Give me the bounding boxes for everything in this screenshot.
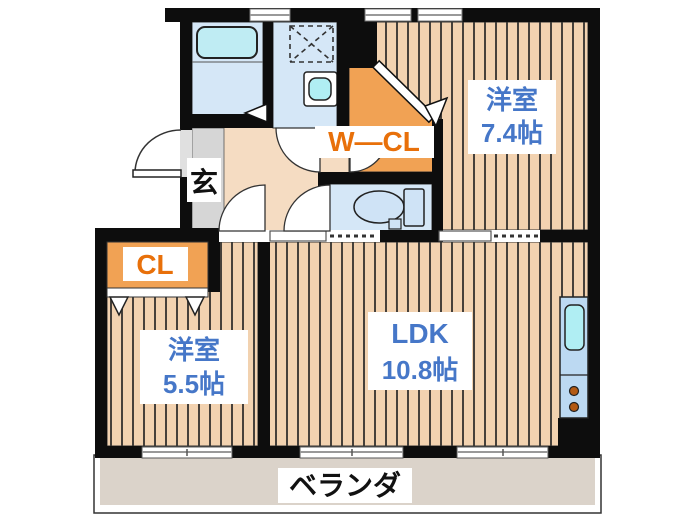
wall-bottom-1 bbox=[95, 446, 142, 458]
wall-bedroom1-left bbox=[432, 119, 443, 230]
wall-washroom-right bbox=[337, 22, 349, 134]
entrance-label-box bbox=[187, 158, 221, 202]
bedroom1-label-box bbox=[468, 80, 556, 154]
bedroom2-label-box bbox=[140, 330, 248, 404]
kitchen bbox=[559, 296, 589, 419]
wall-bath-divider bbox=[263, 22, 273, 118]
washing-machine-area bbox=[289, 25, 334, 63]
toilet-bowl bbox=[353, 190, 405, 224]
wall-kitchen-block bbox=[558, 418, 600, 458]
bath-room bbox=[191, 21, 264, 119]
ldk-name: LDK bbox=[391, 318, 449, 349]
bedroom2-name: 洋室 bbox=[168, 335, 220, 365]
balcony-label-box bbox=[278, 468, 412, 503]
entrance-door-leaf bbox=[132, 169, 182, 178]
wall-wcl-toilet bbox=[330, 172, 443, 184]
bedroom1-name: 洋室 bbox=[486, 85, 538, 115]
toilet-door-arc bbox=[283, 184, 331, 232]
windows-top bbox=[249, 8, 463, 22]
kitchen-sink bbox=[564, 304, 585, 351]
bathtub bbox=[196, 26, 258, 59]
wall-bath-bottom bbox=[180, 114, 273, 128]
ldk-sliding-door bbox=[269, 230, 327, 242]
wall-band-1 bbox=[380, 230, 443, 242]
closet-door-arrow-right bbox=[184, 296, 206, 317]
sliding-doors bbox=[219, 230, 540, 242]
closet-door-track bbox=[106, 287, 209, 298]
wcl-diagonal-door bbox=[371, 59, 449, 128]
toilet-room bbox=[329, 183, 433, 233]
stove-burner-1 bbox=[568, 385, 580, 397]
bedroom1-sliding-door bbox=[438, 230, 492, 242]
wall-band-2 bbox=[540, 230, 588, 242]
wall-right bbox=[588, 8, 600, 458]
toilet-tank bbox=[403, 188, 425, 227]
cl-label-box bbox=[123, 247, 188, 281]
labels: 洋室 7.4帖 W―CL 玄 CL 洋室 5.5帖 LDK 10.8帖 ベランダ bbox=[123, 80, 556, 503]
windows-bottom bbox=[141, 446, 549, 459]
cl-label: CL bbox=[136, 249, 173, 280]
wcl-label-box bbox=[315, 126, 434, 158]
wall-left-lower bbox=[95, 228, 107, 458]
wcl-door-arrow bbox=[423, 96, 449, 128]
wall-bedroom2-ldk bbox=[258, 242, 270, 446]
washroom bbox=[272, 21, 338, 129]
entrance-door-arc bbox=[134, 129, 182, 174]
wcl-label: W―CL bbox=[328, 126, 420, 157]
washroom-door-arc bbox=[275, 127, 321, 173]
stove-burner-2 bbox=[568, 401, 580, 413]
bedroom1-size: 7.4帖 bbox=[481, 118, 543, 148]
ldk-label-box bbox=[368, 312, 472, 390]
toilet-accessory bbox=[388, 218, 402, 230]
wash-basin-bowl bbox=[308, 77, 332, 101]
ldk-size: 10.8帖 bbox=[382, 355, 459, 385]
wall-bottom-2 bbox=[232, 446, 300, 458]
bedroom2-size: 5.5帖 bbox=[163, 369, 225, 399]
closet-door-arrow-left bbox=[108, 296, 130, 317]
bedroom2-door-arc bbox=[218, 184, 266, 232]
wall-connector bbox=[95, 228, 219, 242]
wall-cl-right bbox=[208, 242, 220, 292]
balcony-label: ベランダ bbox=[289, 469, 401, 501]
entrance-label: 玄 bbox=[190, 166, 218, 198]
bath-door-arrow bbox=[243, 102, 268, 124]
wall-bottom-3 bbox=[403, 446, 457, 458]
